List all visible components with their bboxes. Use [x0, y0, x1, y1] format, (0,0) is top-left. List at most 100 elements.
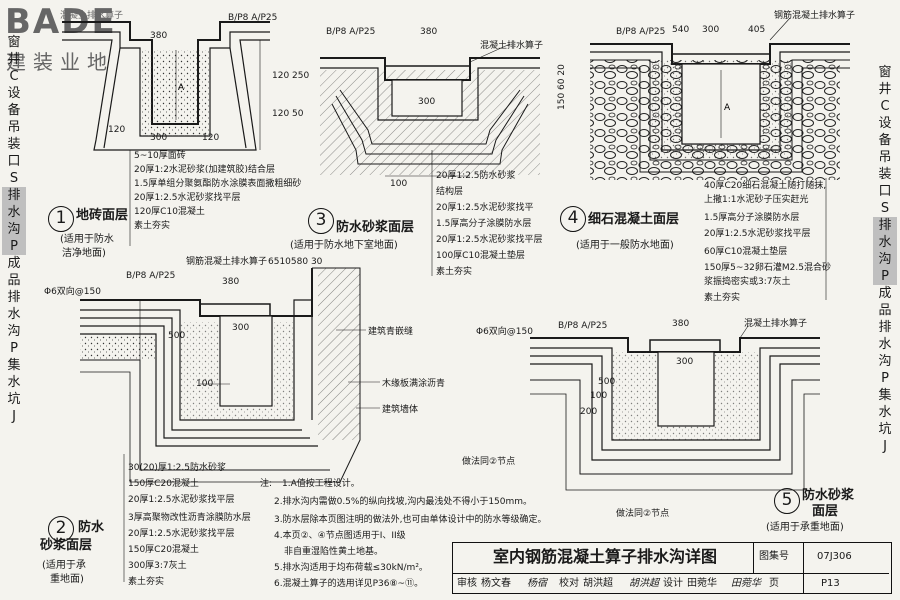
- detail-1-number: 1: [48, 206, 74, 232]
- atlas-number: 07J306: [817, 551, 852, 562]
- d4-layer-4: 20厚1:2.5水泥砂浆找平层: [704, 229, 811, 239]
- detail-4-grate: 钢筋混凝土排水算子: [774, 11, 856, 21]
- detail-1-drawing: [62, 21, 270, 151]
- side-index-char: 设: [878, 116, 892, 131]
- dim-300-d2: 300: [232, 323, 250, 333]
- side-index-char: 口: [7, 154, 21, 169]
- side-index-char: 排: [878, 320, 892, 335]
- rebar-note-d5: Φ6双向@150: [476, 327, 533, 337]
- d4-layer-8: 素土夯实: [704, 293, 741, 303]
- side-index-char: 排: [873, 217, 897, 234]
- leader-lines: [123, 17, 827, 582]
- d4-layer-6: 150厚5~32卵石灌M2.5混合砂: [704, 263, 831, 273]
- side-index-char: 装: [7, 137, 21, 152]
- detail-4-a-label: A: [724, 103, 731, 113]
- detail-1-title: 地砖面层: [76, 208, 129, 223]
- side-index-char: 排: [2, 187, 26, 204]
- detail-5-sub: (适用于承重地面): [766, 522, 844, 533]
- dim-405-d4: 405: [748, 25, 766, 35]
- side-index-char: C: [9, 69, 19, 84]
- dim-300-d1: 300: [150, 133, 168, 143]
- d2-wall-2: 木缘板满涂沥青: [382, 379, 446, 389]
- title-block: 室内钢筋混凝土算子排水沟详图 图集号 07J306 审核 杨文春 杨宿 校对 胡…: [452, 542, 892, 594]
- side-index-char: 品: [7, 273, 21, 288]
- detail-3-sub: (适用于防水地下室地面): [290, 240, 398, 251]
- note-4: 4.本页②、④节点图适用于I、II级: [274, 531, 406, 541]
- side-index-char: 井: [7, 52, 21, 67]
- dim-300-d4: 300: [702, 25, 720, 35]
- side-index-char: 吊: [7, 120, 21, 135]
- dim-300-d3: 300: [418, 97, 436, 107]
- side-index-char: 窗: [878, 65, 892, 80]
- d2-layer-3: 20厚1:2.5水泥砂浆找平层: [128, 495, 235, 505]
- d3-layer-7: 素土夯实: [436, 267, 473, 277]
- side-index-char: 坑: [7, 392, 21, 407]
- note-4b: 非自重湿陷性黄土地基。: [284, 547, 384, 557]
- d2-layer-2: 150厚C20混凝土: [128, 479, 199, 489]
- d3-layer-1: 20厚1:2.5防水砂浆: [436, 171, 516, 181]
- detail-5-number: 5: [774, 488, 800, 514]
- side-index-char: 沟: [878, 354, 892, 369]
- d4-layer-1: 40厚C20细石混凝土随打随抹,: [704, 181, 827, 191]
- side-index-char: 沟: [873, 251, 897, 268]
- d3-layer-6: 100厚C10混凝土垫层: [436, 251, 525, 261]
- dim-120-right: 120: [202, 133, 220, 143]
- side-index-char: 装: [878, 167, 892, 182]
- d5-badges: B/P8 A/P25: [558, 321, 608, 331]
- d2-layer-6: 150厚C20混凝土: [128, 545, 199, 555]
- d2-layer-7: 300厚3:7灰土: [128, 561, 187, 571]
- design-label: 设计: [663, 578, 683, 589]
- detail-2-grate: 钢筋混凝土排水算子: [186, 257, 268, 267]
- detail-4-sub: (适用于一般防水地面): [576, 240, 674, 251]
- side-index-char: 水: [878, 337, 892, 352]
- note-3: 3.防水层除本页图注明的做法外,也可由单体设计中的防水等级确定。: [274, 515, 547, 525]
- detail-3-drawing: [320, 57, 540, 177]
- notes-head: 注:: [260, 479, 273, 489]
- note-6: 6.混凝土算子的选用详见P36⑧~⑪。: [274, 579, 424, 589]
- detail-2-title-1: 防水: [78, 520, 105, 535]
- side-index-char: 备: [878, 133, 892, 148]
- designer-name: 田菀华: [687, 578, 717, 589]
- detail-5-title-1: 防水砂浆: [802, 488, 855, 503]
- detail-5-ref-1: 做法同②节点: [462, 457, 516, 467]
- reviewer-name: 杨文春: [481, 578, 511, 589]
- d2-wall-3: 建筑墙体: [382, 405, 419, 415]
- d4-badges: B/P8 A/P25: [616, 27, 666, 37]
- side-index-char: S: [9, 171, 19, 186]
- side-index-char: P: [881, 371, 889, 386]
- site-logo-cn: 建装业地: [6, 50, 114, 74]
- d3-badges: B/P8 A/P25: [326, 27, 376, 37]
- page-number: P13: [821, 578, 840, 589]
- side-index-char: P: [873, 268, 897, 285]
- dim-6510580: 6510580 30: [268, 257, 323, 267]
- dim-120-left: 120: [108, 125, 126, 135]
- d2-layer-1: 30(20)厚1:2.5防水砂浆: [128, 463, 226, 473]
- side-index-char: 坑: [878, 422, 892, 437]
- dim-500-d5: 500: [598, 377, 616, 387]
- dim-380-d2: 380: [222, 277, 240, 287]
- d4-layer-2: 上撒1:1水泥砂子压实赶光: [704, 195, 809, 205]
- d3-layer-2: 结构层: [436, 187, 464, 197]
- detail-3-grate: 混凝土排水算子: [480, 41, 544, 51]
- logo-note: 混凝土排水算子: [60, 11, 124, 21]
- dim-100-d5: 100: [590, 391, 608, 401]
- dim-380-d5: 380: [672, 319, 690, 329]
- dim-380-d1: 380: [150, 31, 168, 41]
- detail-3-number: 3: [308, 208, 334, 234]
- detail-5-title-2: 面层: [812, 504, 839, 519]
- dim-500-d2: 500: [168, 331, 186, 341]
- side-index-char: P: [10, 341, 18, 356]
- designer-signature: 田菀华: [731, 578, 761, 589]
- side-index-char: C: [880, 99, 890, 114]
- d1-layer-5: 120厚C10混凝土: [134, 207, 205, 217]
- side-index-char: 吊: [878, 150, 892, 165]
- side-index-char: 水: [7, 375, 21, 390]
- dim-150-60-20: 150 60 20: [557, 64, 567, 110]
- detail-1-sub1: (适用于防水: [60, 234, 114, 245]
- side-index-char: 成: [878, 286, 892, 301]
- dim-200-d5: 200: [580, 407, 598, 417]
- d4-layer-3: 1.5厚高分子涂膜防水层: [704, 213, 800, 223]
- detail-5-drawing: [530, 337, 820, 491]
